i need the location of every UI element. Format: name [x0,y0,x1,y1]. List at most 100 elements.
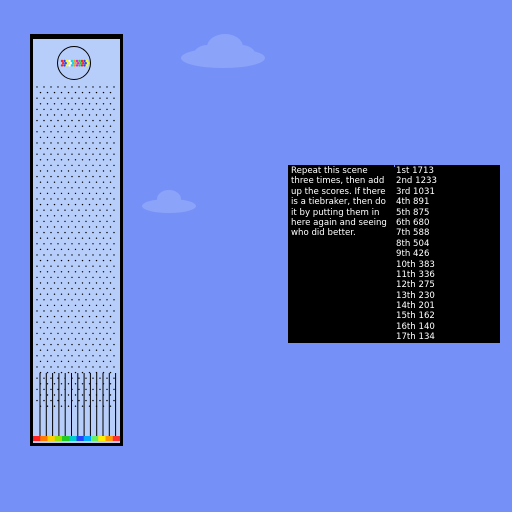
peg-dot-icon [53,192,56,195]
peg-dot-icon [64,131,66,133]
peg-dot-icon [53,304,56,307]
panel-divider [394,165,395,167]
peg-dot-icon [74,215,77,217]
peg-dot-icon [95,248,98,251]
peg-dot-icon [57,310,59,312]
instructions-text: Repeat this scene three times, then add … [291,166,387,239]
peg-dot-icon [85,142,87,144]
peg-dot-icon [92,175,94,178]
score-rank: 16th [396,321,416,332]
peg-dot-icon [43,243,45,245]
peg-dot-icon [106,142,108,144]
peg-dot-icon [64,164,66,167]
peg-dot-icon [53,371,56,374]
peg-dot-icon [36,164,38,167]
peg-dot-icon [102,215,105,217]
peg-dot-icon [113,276,115,279]
peg-dot-icon [109,394,112,396]
peg-dot-icon [74,103,77,105]
peg-dot-icon [85,164,87,167]
ball [80,64,84,67]
peg-dot-icon [53,103,56,105]
peg-dot-icon [81,304,84,307]
peg-dot-icon [50,287,52,290]
peg-dot-icon [46,215,49,217]
peg-dot-icon [95,147,98,150]
peg-dot-icon [88,103,91,105]
peg-dot-icon [46,405,49,407]
peg-dot-icon [46,293,49,295]
peg-dot-icon [74,203,77,206]
peg-dot-icon [106,343,108,346]
peg-dot-icon [88,159,91,161]
peg-dot-icon [39,125,42,127]
peg-dot-icon [78,287,80,290]
peg-dot-icon [109,327,112,329]
peg-dot-icon [102,282,105,284]
peg-dot-icon [74,349,77,351]
peg-dot-icon [95,91,98,94]
peg-dot-icon [78,231,80,234]
score-rank: 1st [396,166,410,176]
peg-dot-icon [46,360,49,363]
peg-dot-icon [67,338,70,340]
peg-dot-icon [39,315,42,318]
peg-dot-icon [74,360,77,363]
plinko-board[interactable] [30,34,123,446]
peg-dot-icon [43,220,45,223]
peg-dot-icon [85,220,87,223]
peg-dot-icon [81,293,84,295]
peg-dot-icon [92,119,94,122]
peg-dot-icon [113,220,115,223]
peg-dot-icon [57,119,59,122]
peg-dot-icon [109,91,112,94]
peg-dot-icon [85,198,87,200]
peg-dot-icon [88,91,91,94]
peg-dot-icon [99,164,101,167]
peg-dot-icon [109,237,112,239]
peg-dot-icon [92,153,94,155]
peg-dot-icon [43,198,45,200]
peg-dot-icon [57,243,59,245]
peg-dot-icon [85,343,87,346]
score-value: 201 [418,301,435,312]
ball [78,59,81,63]
peg-dot-icon [64,231,66,234]
peg-dot-icon [95,315,98,318]
peg-dot-icon [57,175,59,178]
peg-dot-icon [39,226,42,228]
peg-dot-icon [36,343,38,346]
peg-dot-icon [53,237,56,239]
peg-dot-icon [36,287,38,290]
score-value: 162 [418,311,435,322]
peg-dot-icon [67,259,70,262]
score-row: 12th 275 [396,280,437,290]
peg-dot-icon [99,377,101,379]
rainbow-segment [54,436,63,441]
peg-dot-icon [43,287,45,290]
peg-dot-icon [64,276,66,279]
peg-dot-icon [53,159,56,161]
peg-dot-icon [46,383,49,385]
peg-dot-icon [95,237,98,239]
ball [65,59,69,63]
peg-dot-icon [74,293,77,295]
peg-dot-icon [53,136,56,139]
hopper-circle-icon[interactable] [57,46,91,80]
score-row: 5th 875 [396,208,437,218]
peg-dot-icon [78,243,80,245]
peg-dot-icon [71,276,73,279]
rainbow-segment [105,436,113,441]
peg-dot-icon [109,147,112,150]
peg-dot-icon [99,175,101,178]
peg-dot-icon [53,271,56,273]
peg-dot-icon [50,343,52,346]
peg-dot-icon [85,366,87,368]
peg-dot-icon [106,97,108,99]
peg-dot-icon [39,103,42,105]
peg-dot-icon [95,170,98,172]
peg-dot-icon [57,108,59,111]
peg-dot-icon [78,142,80,144]
peg-dot-icon [39,304,42,307]
peg-dot-icon [99,265,101,267]
